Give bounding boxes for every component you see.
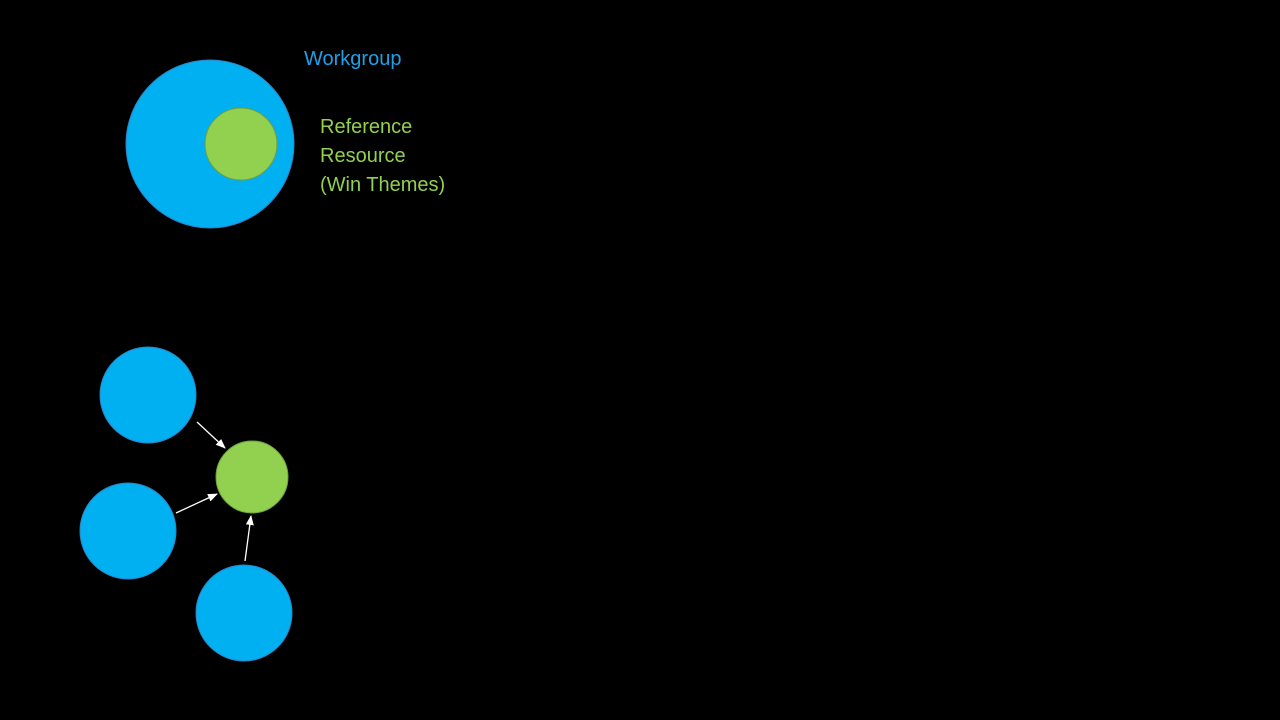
arrow-middle-left-to-resource (175, 493, 218, 514)
reference-label-line-2: Resource (320, 145, 406, 167)
reference-resource-circle (204, 107, 278, 181)
reference-label-line-3: (Win Themes) (320, 174, 446, 196)
reference-resource-label: Reference Resource (Win Themes) (320, 113, 445, 200)
workgroup-circle-top-left (99, 346, 197, 444)
workgroup-circle-middle-left (79, 482, 177, 580)
workgroup-circle-bottom (195, 564, 293, 662)
workgroup-label: Workgroup (304, 48, 402, 70)
shared-resource-circle (215, 440, 289, 514)
reference-label-line-1: Reference (320, 116, 413, 138)
arrow-top-left-to-resource (196, 421, 226, 449)
arrow-bottom-to-resource (244, 515, 254, 562)
